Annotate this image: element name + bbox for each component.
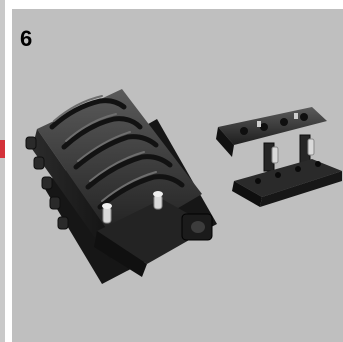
- step-number: 6: [20, 28, 32, 50]
- large-black-assembly: [26, 89, 217, 284]
- step-illustration: [12, 9, 343, 342]
- previous-page-accent: [0, 140, 5, 158]
- previous-page-edge: [0, 0, 5, 342]
- small-black-assembly: [216, 107, 342, 207]
